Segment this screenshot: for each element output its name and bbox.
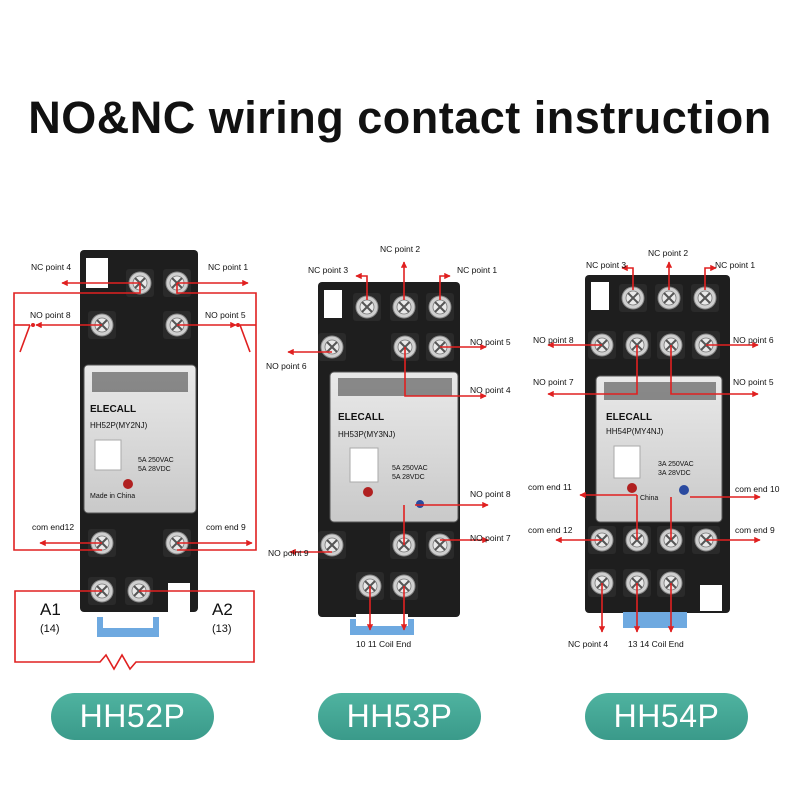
wiring xyxy=(13,279,257,671)
part-text: HH53P(MY3NJ) xyxy=(338,430,396,439)
label-no-point-6: NO point 6 xyxy=(266,361,307,371)
part-text: HH52P(MY2NJ) xyxy=(90,421,148,430)
label-nc-point-1: NC point 1 xyxy=(457,265,497,275)
label-nc-point-2: NC point 2 xyxy=(380,244,420,254)
label-a2: A2 xyxy=(212,600,233,619)
base-window xyxy=(86,258,108,288)
label-no-point-5: NO point 5 xyxy=(733,377,774,387)
origin-text: Made in China xyxy=(90,493,135,500)
label-com-end-12: com end 12 xyxy=(528,525,573,535)
relay-hh54p: ELECALL HH54P(MY4NJ) 3A 250VAC 3A 28VDC … xyxy=(528,248,780,649)
rating-text: 3A 28VDC xyxy=(658,470,691,477)
base-window xyxy=(700,585,722,611)
label-coil-end: 10 11 Coil End xyxy=(356,639,411,649)
label-nc-point-2: NC point 2 xyxy=(648,248,688,258)
terminal-screw xyxy=(317,332,347,362)
relay-hh53p: ELECALL HH53P(MY3NJ) 5A 250VAC 5A 28VDC xyxy=(266,244,511,649)
model-badge-hh53p: HH53P xyxy=(318,693,481,740)
rating-text: 5A 250VAC xyxy=(392,465,428,472)
label-com-end-11: com end 11 xyxy=(528,482,572,492)
label-nc-point-4: NC point 4 xyxy=(568,639,608,649)
label-com-end-10: com end 10 xyxy=(735,484,780,494)
brand-text: ELECALL xyxy=(606,412,652,423)
label-a1: A1 xyxy=(40,600,61,619)
model-badge-hh54p: HH54P xyxy=(585,693,748,740)
label-no-point-6: NO point 6 xyxy=(733,335,774,345)
wiring xyxy=(287,261,489,631)
label-a1-number: (14) xyxy=(40,623,60,635)
base-window xyxy=(168,583,190,613)
label-coil-end: 13 14 Coil End xyxy=(628,639,684,649)
label-no-point-8: NO point 8 xyxy=(533,335,574,345)
label-no-point-4: NO point 4 xyxy=(470,385,511,395)
page-title: NO&NC wiring contact instruction xyxy=(28,92,772,143)
brand-text: ELECALL xyxy=(90,404,136,415)
label-no-point-8: NO point 8 xyxy=(470,489,511,499)
relay-body: ELECALL HH52P(MY2NJ) 5A 250VAC 5A 28VDC … xyxy=(83,364,197,514)
brand-text: ELECALL xyxy=(338,412,384,423)
relay-body: ELECALL HH53P(MY3NJ) 5A 250VAC 5A 28VDC xyxy=(329,371,459,523)
base-window xyxy=(591,282,609,310)
rating-text: 5A 250VAC xyxy=(138,457,174,464)
label-nc-point-3: NC point 3 xyxy=(586,260,626,270)
terminal-screw xyxy=(317,530,347,560)
base-window xyxy=(324,290,342,318)
coil-clip xyxy=(623,612,687,628)
label-a2-number: (13) xyxy=(212,623,232,635)
terminal-screw xyxy=(425,530,455,560)
label-nc-point-1: NC point 1 xyxy=(715,260,755,270)
rating-text: 5A 28VDC xyxy=(138,466,171,473)
label-no-point-9: NO point 9 xyxy=(268,548,309,558)
label-no-point-8: NO point 8 xyxy=(30,310,71,320)
origin-text: China xyxy=(640,495,658,502)
label-nc-point-3: NC point 3 xyxy=(308,265,348,275)
label-no-point-7: NO point 7 xyxy=(533,377,574,387)
label-com-end-9: com end 9 xyxy=(735,525,775,535)
rating-text: 3A 250VAC xyxy=(658,461,694,468)
model-badge-hh52p: HH52P xyxy=(51,693,214,740)
label-no-point-7: NO point 7 xyxy=(470,533,511,543)
label-nc-point-1: NC point 1 xyxy=(208,262,248,272)
part-text: HH54P(MY4NJ) xyxy=(606,427,664,436)
label-com-end-12: com end12 xyxy=(32,522,74,532)
wiring xyxy=(547,261,761,633)
rating-text: 5A 28VDC xyxy=(392,474,425,481)
label-no-point-5: NO point 5 xyxy=(470,337,511,347)
relay-hh52p: ELECALL HH52P(MY2NJ) 5A 250VAC 5A 28VDC … xyxy=(13,250,257,671)
relay-body: ELECALL HH54P(MY4NJ) 3A 250VAC 3A 28VDC … xyxy=(595,375,723,523)
label-com-end-9: com end 9 xyxy=(206,522,246,532)
label-nc-point-4: NC point 4 xyxy=(31,262,71,272)
label-no-point-5: NO point 5 xyxy=(205,310,246,320)
